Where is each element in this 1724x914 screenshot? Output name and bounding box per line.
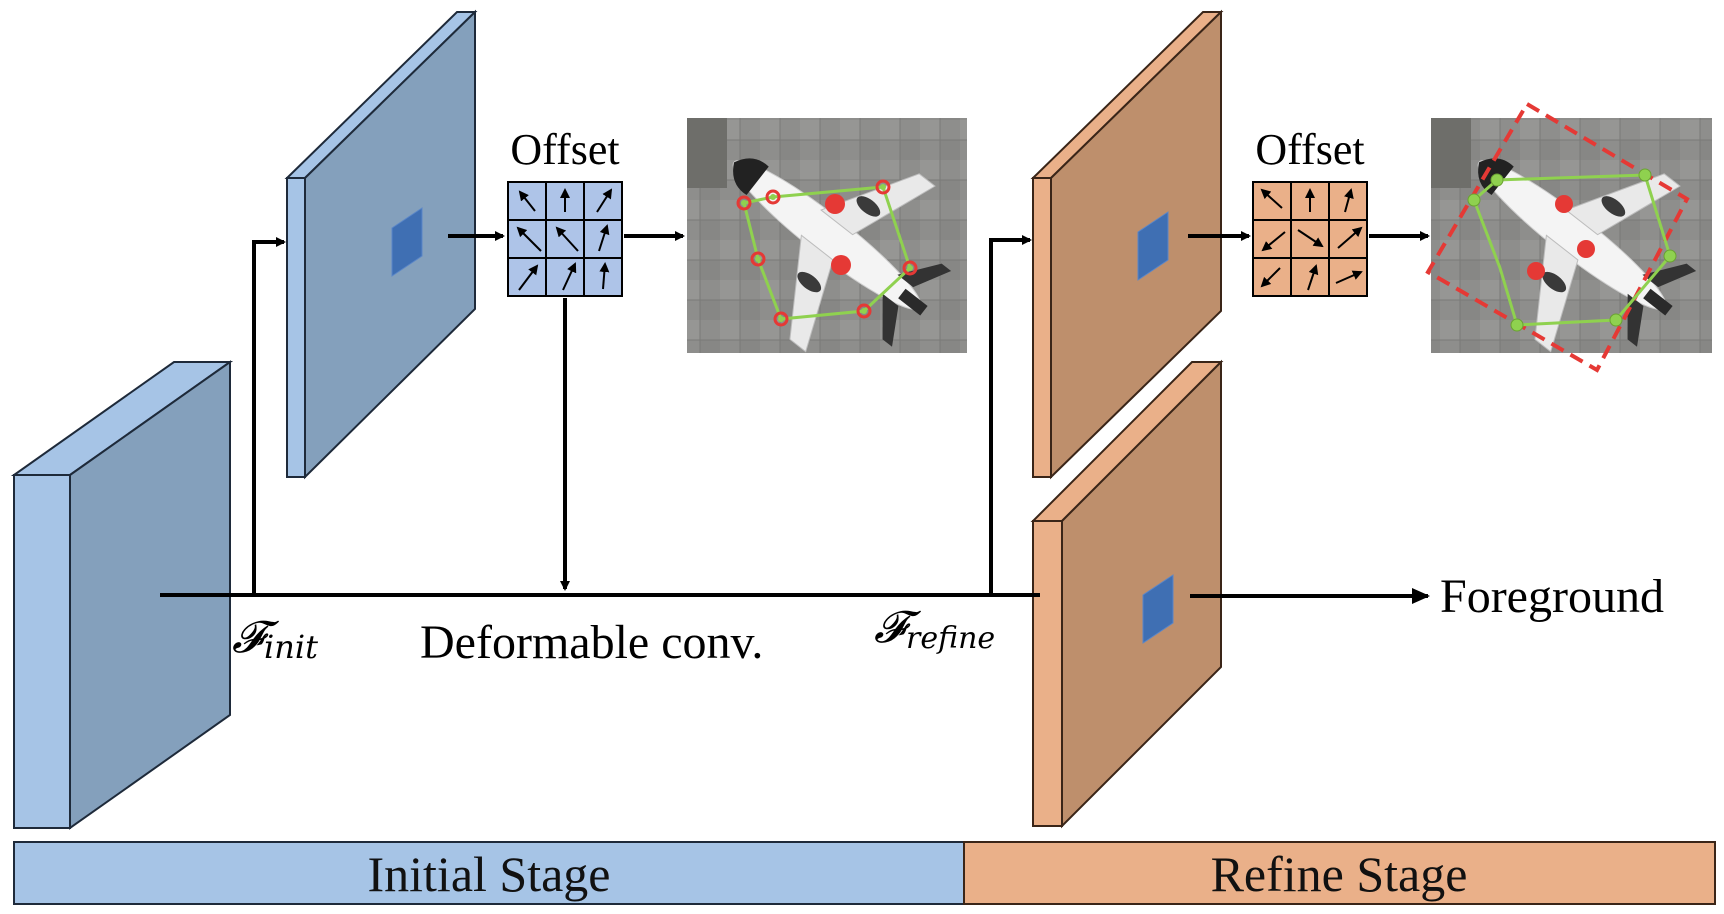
- f-refine-label: 𝓕 refine: [874, 602, 995, 656]
- offset-grid-refine: [1252, 181, 1368, 297]
- offset-label-initial: Offset: [510, 125, 619, 174]
- svg-text:refine: refine: [906, 621, 995, 656]
- refine-feature-map-bottom: [1030, 359, 1224, 829]
- stage-label-refine: Refine Stage: [1211, 846, 1468, 902]
- airplane-aerial-photo-icon: [1425, 101, 1712, 373]
- refine-feature-map-top: [1030, 9, 1224, 480]
- svg-text:init: init: [264, 628, 318, 666]
- offset-arrows-grid-icon: [516, 188, 613, 291]
- offset-label-refine: Offset: [1255, 125, 1364, 174]
- input-feature-map: [10, 360, 234, 830]
- f-init-label: 𝓕 init: [232, 612, 318, 666]
- stage-bar-initial: Initial Stage: [13, 841, 965, 905]
- kernel-patch: [1137, 211, 1169, 281]
- stage-label-initial: Initial Stage: [368, 846, 611, 902]
- stage-bar-refine: Refine Stage: [963, 841, 1716, 905]
- foreground-label: Foreground: [1440, 570, 1664, 623]
- deformable-conv-label: Deformable conv.: [420, 616, 763, 669]
- offset-arrows-grid-icon: [1260, 188, 1363, 291]
- offset-grid-initial: [507, 181, 623, 297]
- connector-lines: [160, 231, 1430, 604]
- kernel-patch: [1142, 574, 1174, 644]
- initial-feature-map: [284, 9, 478, 480]
- kernel-patch: [391, 207, 423, 277]
- airplane-aerial-photo-icon: [687, 118, 967, 353]
